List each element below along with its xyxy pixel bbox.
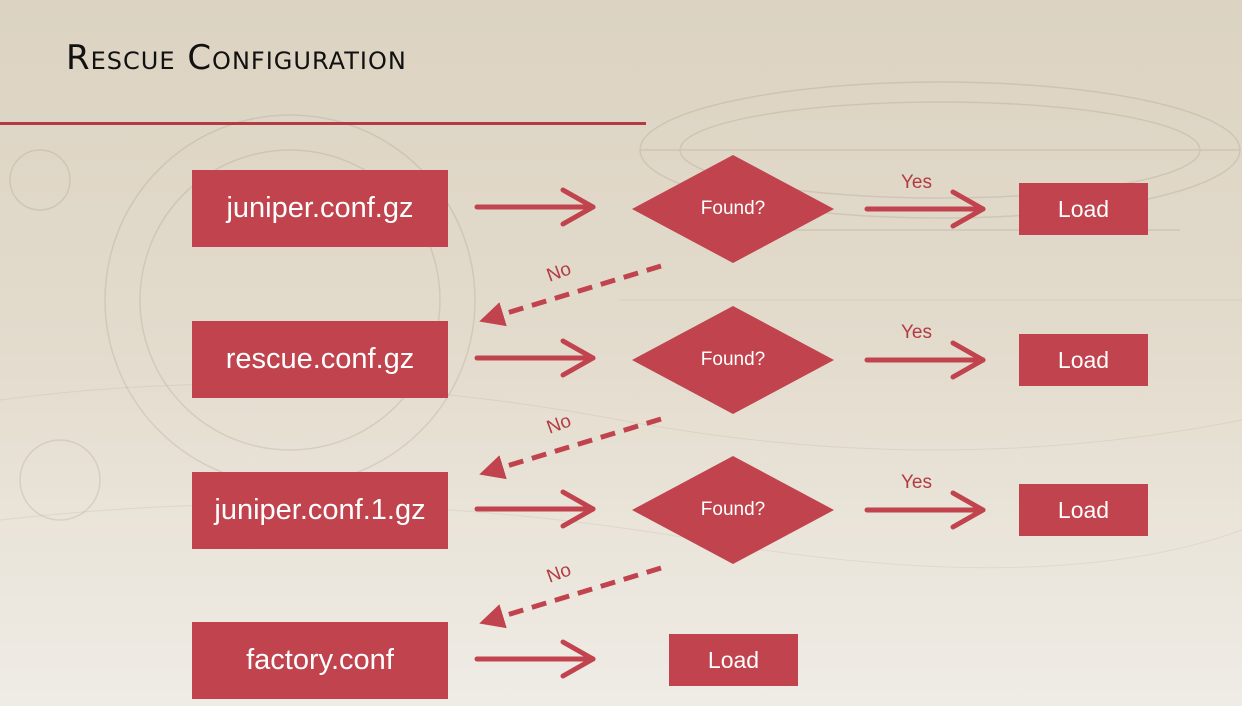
load-box: Load [669, 634, 798, 686]
flow-arrow [474, 187, 596, 227]
no-arrow [479, 416, 662, 480]
no-arrow [479, 263, 662, 327]
decision-diamond [632, 456, 834, 564]
yes-label: Yes [901, 472, 932, 493]
decision-diamond [632, 155, 834, 263]
yes-label: Yes [901, 172, 932, 193]
load-box: Load [1019, 334, 1148, 386]
title-underline [0, 122, 646, 125]
slide-title: Rescue Configuration [66, 38, 407, 78]
decision-label: Found? [700, 499, 766, 520]
load-box: Load [1019, 183, 1148, 235]
flow-arrow [474, 639, 596, 679]
decision-diamond [632, 306, 834, 414]
yes-arrow [864, 340, 986, 380]
config-file-box: factory.conf [192, 622, 448, 699]
yes-label: Yes [901, 322, 932, 343]
yes-arrow [864, 189, 986, 229]
config-file-box: juniper.conf.1.gz [192, 472, 448, 549]
decision-label: Found? [700, 198, 766, 219]
config-file-box: rescue.conf.gz [192, 321, 448, 398]
yes-arrow [864, 490, 986, 530]
decision-label: Found? [700, 349, 766, 370]
flow-arrow [474, 338, 596, 378]
load-box: Load [1019, 484, 1148, 536]
no-arrow [479, 565, 662, 629]
flow-arrow [474, 489, 596, 529]
config-file-box: juniper.conf.gz [192, 170, 448, 247]
